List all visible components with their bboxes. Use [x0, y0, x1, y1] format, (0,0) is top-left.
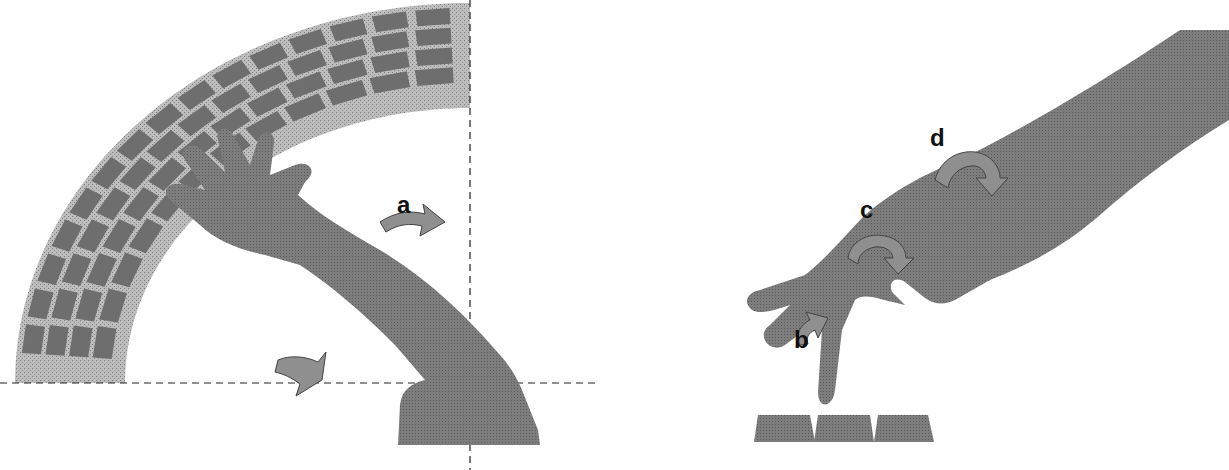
key	[178, 80, 216, 110]
key	[249, 43, 288, 70]
key	[46, 325, 69, 356]
key	[287, 50, 327, 76]
key	[62, 253, 91, 286]
key	[177, 105, 216, 136]
hand	[747, 30, 1229, 405]
callout-letter: d	[930, 126, 945, 150]
key	[52, 220, 83, 252]
key	[147, 130, 185, 162]
callout-letter: b	[794, 328, 809, 352]
key	[75, 289, 102, 322]
key	[86, 253, 116, 287]
key	[248, 65, 288, 93]
key	[415, 8, 450, 26]
key	[129, 218, 164, 253]
key	[284, 93, 326, 121]
key	[93, 326, 117, 359]
key	[415, 47, 453, 66]
key	[372, 11, 409, 32]
rotation-arrow	[848, 235, 914, 274]
key	[370, 71, 411, 93]
key	[211, 83, 251, 113]
key	[329, 39, 368, 63]
key	[247, 88, 288, 117]
key	[415, 67, 454, 86]
key	[51, 289, 77, 321]
key	[874, 415, 934, 442]
callout-letter: c	[860, 198, 873, 222]
key	[146, 103, 184, 134]
key	[70, 187, 103, 219]
key	[103, 219, 136, 253]
key	[289, 29, 327, 54]
key	[814, 415, 874, 442]
key	[123, 187, 159, 221]
key	[371, 51, 410, 73]
key	[212, 60, 251, 89]
arm	[166, 129, 540, 445]
key	[371, 31, 409, 52]
key	[22, 324, 45, 354]
key	[326, 80, 368, 106]
key	[28, 288, 54, 319]
callout-letter: a	[397, 193, 410, 217]
key	[69, 326, 93, 358]
key	[119, 157, 155, 190]
key	[330, 18, 368, 41]
key	[327, 59, 367, 84]
key	[415, 28, 451, 46]
rotation-arrow	[380, 204, 445, 236]
key	[77, 219, 109, 252]
key	[286, 72, 327, 99]
rotation-arrow	[275, 352, 326, 396]
key	[96, 187, 130, 220]
key	[99, 289, 127, 323]
key	[91, 157, 126, 189]
key	[111, 252, 143, 287]
key	[117, 129, 154, 161]
key	[754, 415, 815, 442]
rotation-arrow	[935, 152, 1008, 196]
key	[37, 253, 66, 285]
